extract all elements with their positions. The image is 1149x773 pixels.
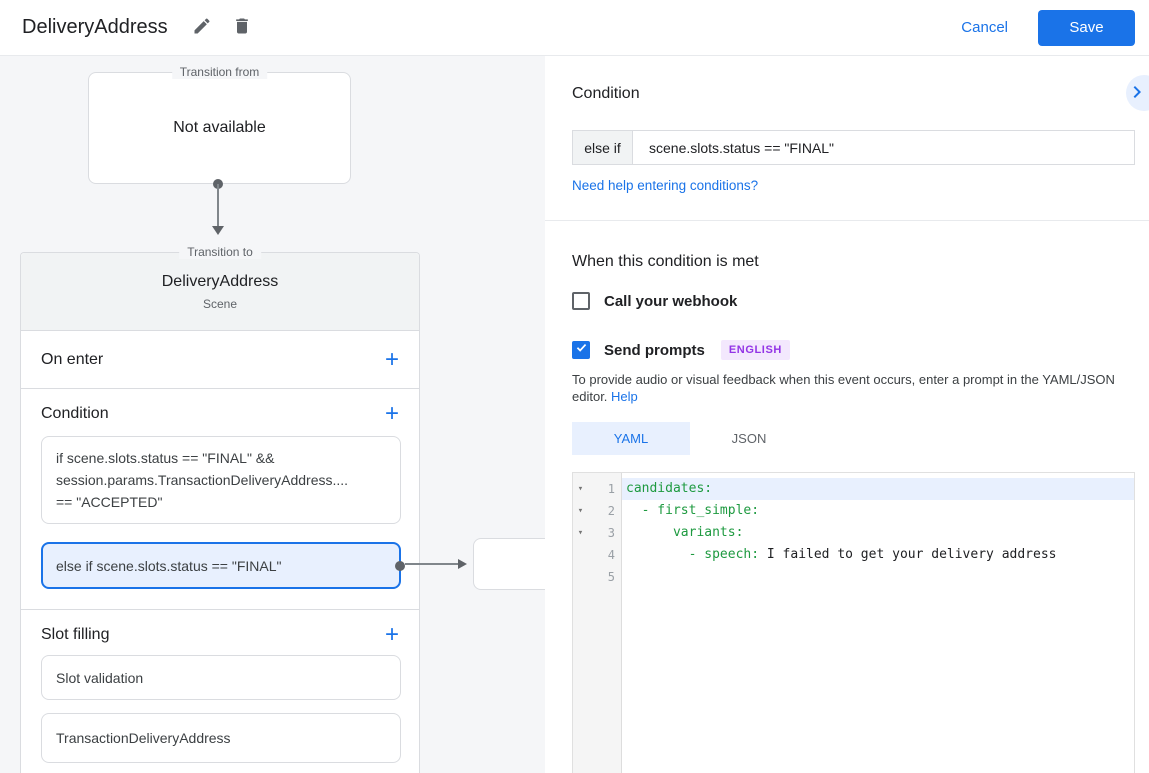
connection-handle-dot[interactable] bbox=[395, 560, 405, 571]
gutter-row: ▾2 bbox=[573, 500, 621, 522]
help-link[interactable]: Help bbox=[611, 389, 638, 404]
condition-title-row: Condition + bbox=[41, 401, 399, 426]
code-line[interactable]: candidates: bbox=[622, 478, 1134, 500]
send-prompts-label: Send prompts bbox=[604, 341, 705, 359]
webhook-checkbox[interactable] bbox=[572, 292, 590, 310]
transition-from-content: Not available bbox=[173, 119, 266, 136]
transition-target-node[interactable] bbox=[473, 538, 545, 590]
slot-filling-section: Slot filling + Slot validation Transacti… bbox=[21, 609, 419, 773]
call-webhook-row[interactable]: Call your webhook bbox=[572, 292, 1149, 310]
transition-from-node[interactable]: Transition from Not available bbox=[88, 65, 351, 184]
connector-line bbox=[217, 184, 219, 228]
code-line[interactable] bbox=[622, 566, 1134, 588]
condition-item-text: else if scene.slots.status == "FINAL" bbox=[56, 557, 282, 574]
save-button[interactable]: Save bbox=[1038, 9, 1135, 46]
gutter-row: ▾3 bbox=[573, 522, 621, 544]
editor-code[interactable]: candidates: - first_simple: variants: - … bbox=[622, 473, 1134, 773]
page-title: DeliveryAddress bbox=[22, 16, 168, 38]
code-line[interactable]: - first_simple: bbox=[622, 500, 1134, 522]
line-number: 3 bbox=[607, 526, 615, 540]
send-prompts-checkbox[interactable] bbox=[572, 341, 590, 359]
code-line[interactable]: variants: bbox=[622, 522, 1134, 544]
delete-scene-button[interactable] bbox=[228, 14, 256, 42]
condition-section: Condition + if scene.slots.status == "FI… bbox=[21, 389, 419, 609]
gutter-row: 4 bbox=[573, 544, 621, 566]
transition-connector-line bbox=[405, 563, 460, 565]
line-number: 1 bbox=[607, 482, 615, 496]
scene-header[interactable]: DeliveryAddress Scene bbox=[21, 253, 419, 331]
on-enter-title: On enter bbox=[41, 350, 104, 368]
gutter-row: 5 bbox=[573, 566, 621, 588]
connector-arrowhead-icon bbox=[212, 226, 224, 235]
code-segment: I failed to get your delivery address bbox=[759, 547, 1057, 562]
transition-arrowhead-icon bbox=[458, 559, 467, 569]
top-bar: DeliveryAddress Cancel Save bbox=[0, 0, 1149, 56]
condition-item[interactable]: if scene.slots.status == "FINAL" && sess… bbox=[41, 436, 401, 524]
line-number: 2 bbox=[607, 504, 615, 518]
on-enter-row: On enter + bbox=[21, 331, 419, 389]
fold-arrow-icon[interactable]: ▾ bbox=[577, 484, 584, 494]
add-condition-button[interactable]: + bbox=[384, 399, 399, 427]
tab-yaml[interactable]: YAML bbox=[572, 422, 690, 455]
scene-node: Transition to DeliveryAddress Scene On e… bbox=[20, 245, 420, 773]
condition-title: Condition bbox=[41, 404, 109, 422]
panel-divider bbox=[545, 220, 1149, 221]
code-segment: - speech: bbox=[626, 547, 760, 562]
conditions-help-link[interactable]: Need help entering conditions? bbox=[572, 178, 759, 193]
line-number: 4 bbox=[607, 548, 615, 562]
actions-group: Cancel Save bbox=[961, 9, 1135, 46]
checkmark-icon bbox=[575, 341, 588, 359]
flow-canvas: Transition from Not available Transition… bbox=[0, 56, 545, 773]
code-segment: variants: bbox=[626, 525, 744, 540]
condition-editor-panel: Condition else if scene.slots.status == … bbox=[545, 56, 1149, 773]
edit-scene-button[interactable] bbox=[188, 14, 216, 42]
tab-json[interactable]: JSON bbox=[731, 431, 767, 446]
fold-arrow-icon[interactable]: ▾ bbox=[577, 506, 584, 516]
prompt-description: To provide audio or visual feedback when… bbox=[572, 371, 1142, 405]
slot-item[interactable]: Slot validation bbox=[41, 655, 401, 700]
code-segment: - first_simple: bbox=[626, 503, 760, 518]
editor-tabs: YAML JSON bbox=[572, 422, 1149, 455]
add-slot-button[interactable]: + bbox=[384, 620, 399, 648]
language-badge: ENGLISH bbox=[720, 340, 790, 360]
transition-from-label: Transition from bbox=[171, 65, 268, 79]
when-condition-met-title: When this condition is met bbox=[572, 253, 759, 270]
slot-filling-title-row: Slot filling + bbox=[41, 620, 399, 649]
condition-item-selected[interactable]: else if scene.slots.status == "FINAL" bbox=[41, 542, 405, 589]
condition-prefix: else if bbox=[573, 131, 633, 164]
condition-expression-field: else if scene.slots.status == "FINAL" bbox=[572, 130, 1135, 165]
transition-to-label: Transition to bbox=[179, 245, 261, 259]
condition-expression-input[interactable]: scene.slots.status == "FINAL" bbox=[649, 139, 835, 156]
title-group: DeliveryAddress bbox=[22, 14, 268, 42]
send-prompts-row[interactable]: Send prompts ENGLISH bbox=[572, 340, 1149, 360]
cancel-button[interactable]: Cancel bbox=[961, 19, 1008, 36]
slot-item[interactable]: TransactionDeliveryAddress bbox=[41, 713, 401, 763]
slot-filling-title: Slot filling bbox=[41, 625, 110, 643]
scene-type: Scene bbox=[202, 297, 238, 311]
prompt-description-text: To provide audio or visual feedback when… bbox=[572, 372, 1115, 404]
line-number: 5 bbox=[607, 570, 615, 584]
gutter-row: ▾1 bbox=[573, 478, 621, 500]
chevron-right-icon bbox=[1125, 80, 1149, 107]
fold-arrow-icon[interactable]: ▾ bbox=[577, 528, 584, 538]
code-segment: candidates: bbox=[626, 481, 713, 496]
pencil-icon bbox=[192, 16, 212, 39]
trash-icon bbox=[232, 16, 252, 39]
collapse-panel-button[interactable] bbox=[1126, 75, 1149, 111]
webhook-label: Call your webhook bbox=[604, 292, 738, 310]
panel-title: Condition bbox=[572, 85, 640, 102]
code-line[interactable]: - speech: I failed to get your delivery … bbox=[622, 544, 1134, 566]
scene-name: DeliveryAddress bbox=[161, 273, 279, 290]
add-on-enter-button[interactable]: + bbox=[384, 345, 399, 373]
